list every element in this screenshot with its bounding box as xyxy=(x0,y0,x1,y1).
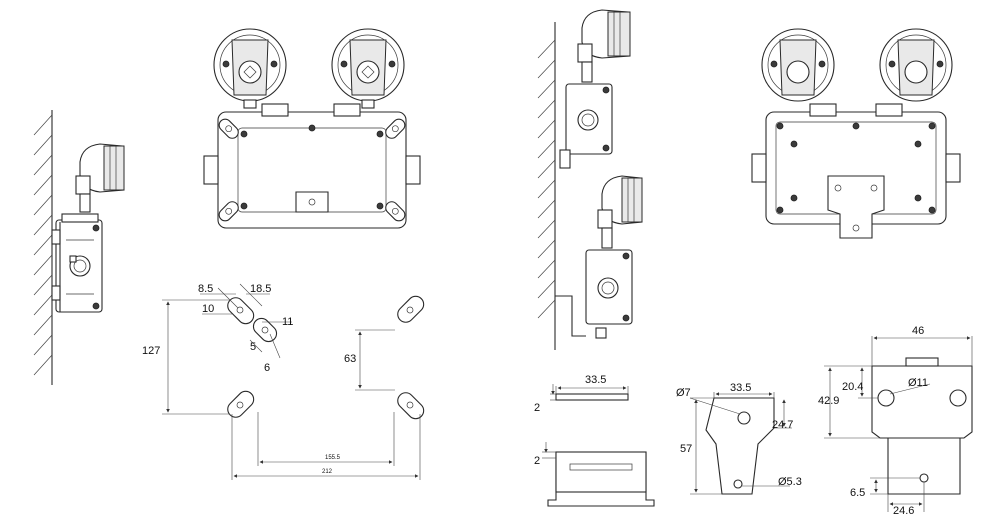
lamp-head-right xyxy=(331,28,405,109)
dim-slot-wall-6: 6 xyxy=(264,362,270,374)
rear-lamp-head-right xyxy=(879,28,953,102)
dim-thickness-bottom-2: 2 xyxy=(534,455,540,467)
dim-inner-height-63: 63 xyxy=(344,353,356,365)
dim-height-127: 127 xyxy=(142,345,160,357)
dim-hole-bottom-5-3: Ø5.3 xyxy=(778,476,802,488)
dim-hole-top-7: Ø7 xyxy=(676,387,691,399)
dim-upper-height-24-7: 24.7 xyxy=(772,419,793,431)
dim-profile-height-57: 57 xyxy=(680,443,692,455)
bracket-plate-view: 46 20.4 Ø11 42.9 6.5 24.6 xyxy=(818,325,973,517)
side-view-wall-bracket xyxy=(537,9,643,350)
dim-inner-width-155-5: 155.5 xyxy=(325,455,341,461)
dim-profile-width-33-5: 33.5 xyxy=(730,382,751,394)
rear-view-with-bracket xyxy=(751,28,961,239)
side-view-wall-mounted xyxy=(33,110,125,385)
dim-slot-height-11: 11 xyxy=(282,316,293,328)
dim-plate-hole-11: Ø11 xyxy=(908,377,928,389)
dim-plate-width-46: 46 xyxy=(912,325,924,337)
dim-slot-inner-5: 5 xyxy=(250,341,256,353)
dim-thickness-top-2: 2 xyxy=(534,402,540,414)
dim-hole-offset-20-4: 20.4 xyxy=(842,381,863,393)
dim-slot-offset-10: 10 xyxy=(202,303,214,315)
lamp-head-left xyxy=(213,28,287,109)
dim-bracket-width-33-5: 33.5 xyxy=(585,374,606,386)
mounting-slot-pattern: 127 63 155.5 212 8.5 18.5 10 11 5 6 xyxy=(142,283,425,480)
bracket-profile-view: 33.5 Ø7 24.7 57 Ø5.3 xyxy=(676,382,802,495)
bracket-side-view: 33.5 2 2 xyxy=(534,374,655,507)
rear-lamp-head-left xyxy=(761,28,835,102)
dim-width-212: 212 xyxy=(322,469,333,475)
dim-slot-width-8-5: 8.5 xyxy=(198,283,213,295)
dim-bottom-width-24-6: 24.6 xyxy=(893,505,914,517)
dim-plate-height-42-9: 42.9 xyxy=(818,395,839,407)
dim-slot-length-18-5: 18.5 xyxy=(250,283,271,295)
dim-bottom-offset-6-5: 6.5 xyxy=(850,487,865,499)
front-view-twin-lamp xyxy=(203,28,421,229)
